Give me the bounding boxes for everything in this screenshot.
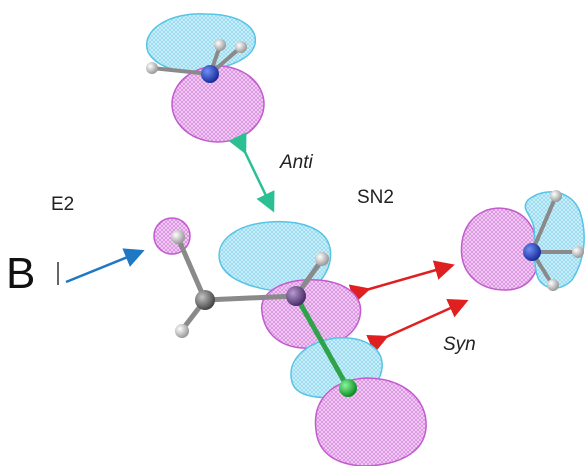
hydrogen-atom: [171, 230, 185, 244]
hydrogen-atom: [175, 324, 189, 338]
anti-arrow: [228, 132, 275, 213]
hydrogen-atom: [315, 252, 329, 266]
syn-label: Syn: [443, 334, 476, 355]
sn2-label: SN2: [357, 187, 394, 208]
hydrogen-atom: [572, 246, 584, 258]
base-attack-arrow: [65, 248, 145, 284]
nitrogen-atom: [523, 243, 541, 261]
chlorine-atom: [339, 379, 357, 397]
hydrogen-atom: [550, 190, 562, 202]
hydrogen-atom: [146, 62, 158, 74]
carbon-chlorine-bond: [293, 294, 351, 390]
nitrogen-atom: [201, 65, 219, 83]
carbon-atom: [195, 290, 215, 310]
substrate-magenta-lobe-lower: [314, 377, 427, 466]
hydrogen-atom: [214, 39, 226, 51]
substrate: [153, 217, 427, 466]
e2-label: E2: [51, 194, 74, 215]
right-nucleophile: [460, 190, 585, 291]
anti-label: Anti: [279, 152, 314, 173]
base-label: B: [6, 249, 35, 298]
sn2-arrow: [348, 260, 455, 304]
substrate-cyan-lobe-upper: [218, 220, 332, 293]
hydrogen-atom: [547, 279, 559, 291]
hydrogen-atom: [235, 41, 247, 53]
top-nucleophile: [145, 13, 265, 143]
alpha-carbon-atom: [286, 286, 306, 306]
syn-arrow: [366, 299, 469, 354]
